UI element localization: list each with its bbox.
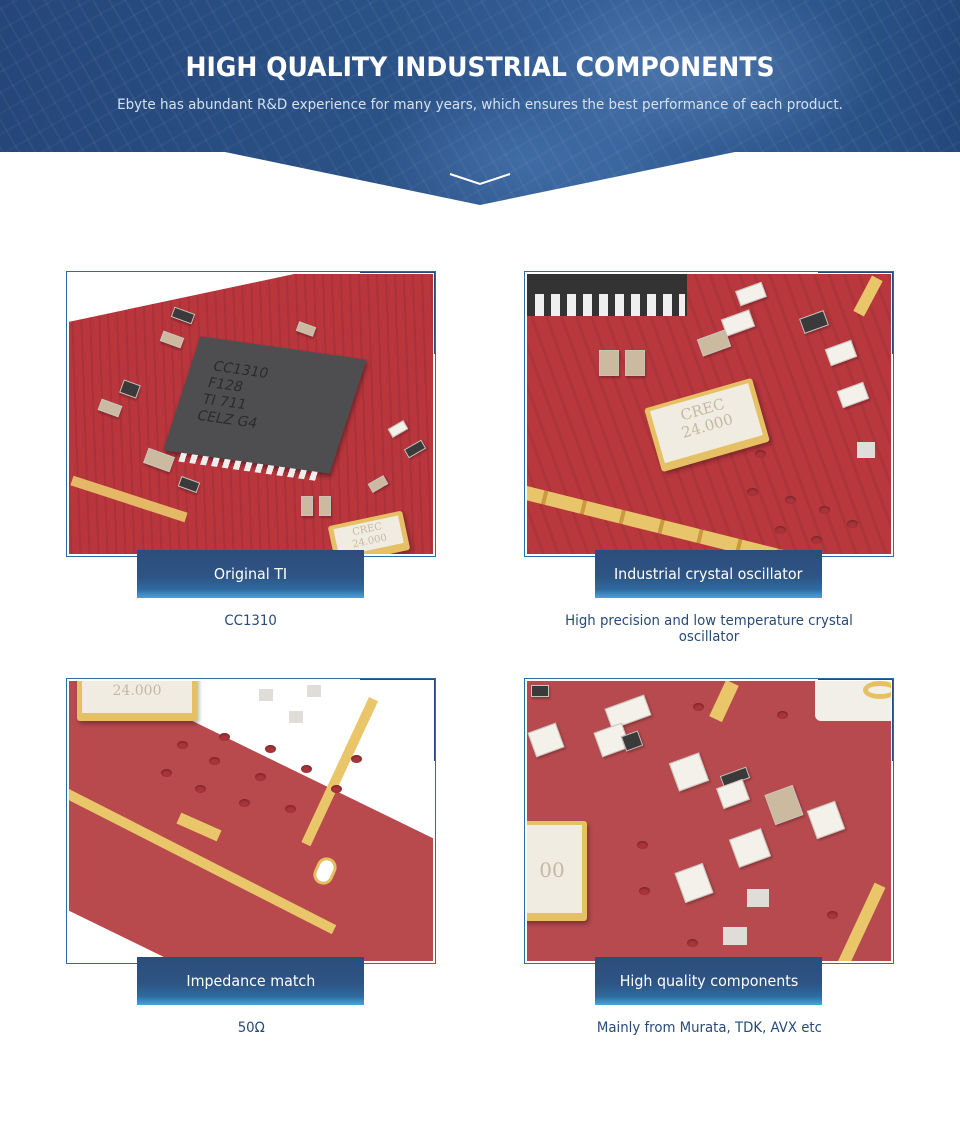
feature-description: Mainly from Murata, TDK, AVX etc [596,1020,822,1036]
feature-image-frame: 24.000 [66,678,436,964]
feature-label: Industrial crystal oscillator [595,550,822,598]
page-subtitle: Ebyte has abundant R&D experience for ma… [117,97,843,113]
feature-description: High precision and low temperature cryst… [565,613,853,645]
crystal-marking-line: 24.000 [82,681,192,713]
pcb-crystal-image: CREC 24.000 [527,274,891,554]
feature-card-high-quality-components: 00 High quality componen [524,678,894,1068]
feature-label: Impedance match [137,957,364,1005]
crystal-marking-line: 00 [527,825,582,913]
pcb-components-image: 00 [527,681,891,961]
feature-image-frame: CREC 24.000 [524,271,894,557]
feature-description: CC1310 [224,613,278,629]
feature-label: Original TI [137,550,364,598]
hero-banner: HIGH QUALITY INDUSTRIAL COMPONENTS Ebyte… [0,0,960,205]
feature-image-frame: 00 [524,678,894,964]
chevron-down-icon[interactable] [448,172,512,186]
feature-card-original-ti: CC1310 F128 TI 711 CELZ G4 CREC [66,271,436,661]
feature-description: 50Ω [237,1020,265,1036]
pcb-antenna-image: 24.000 [69,681,433,961]
feature-image-frame: CC1310 F128 TI 711 CELZ G4 CREC [66,271,436,557]
page-title: HIGH QUALITY INDUSTRIAL COMPONENTS [185,52,775,83]
feature-card-impedance-match: 24.000 Impedance match 50Ω [66,678,436,1068]
feature-card-crystal-oscillator: CREC 24.000 Industrial crystal oscillato… [524,271,894,661]
pcb-chip-image: CC1310 F128 TI 711 CELZ G4 CREC [69,274,433,554]
feature-label: High quality components [595,957,822,1005]
